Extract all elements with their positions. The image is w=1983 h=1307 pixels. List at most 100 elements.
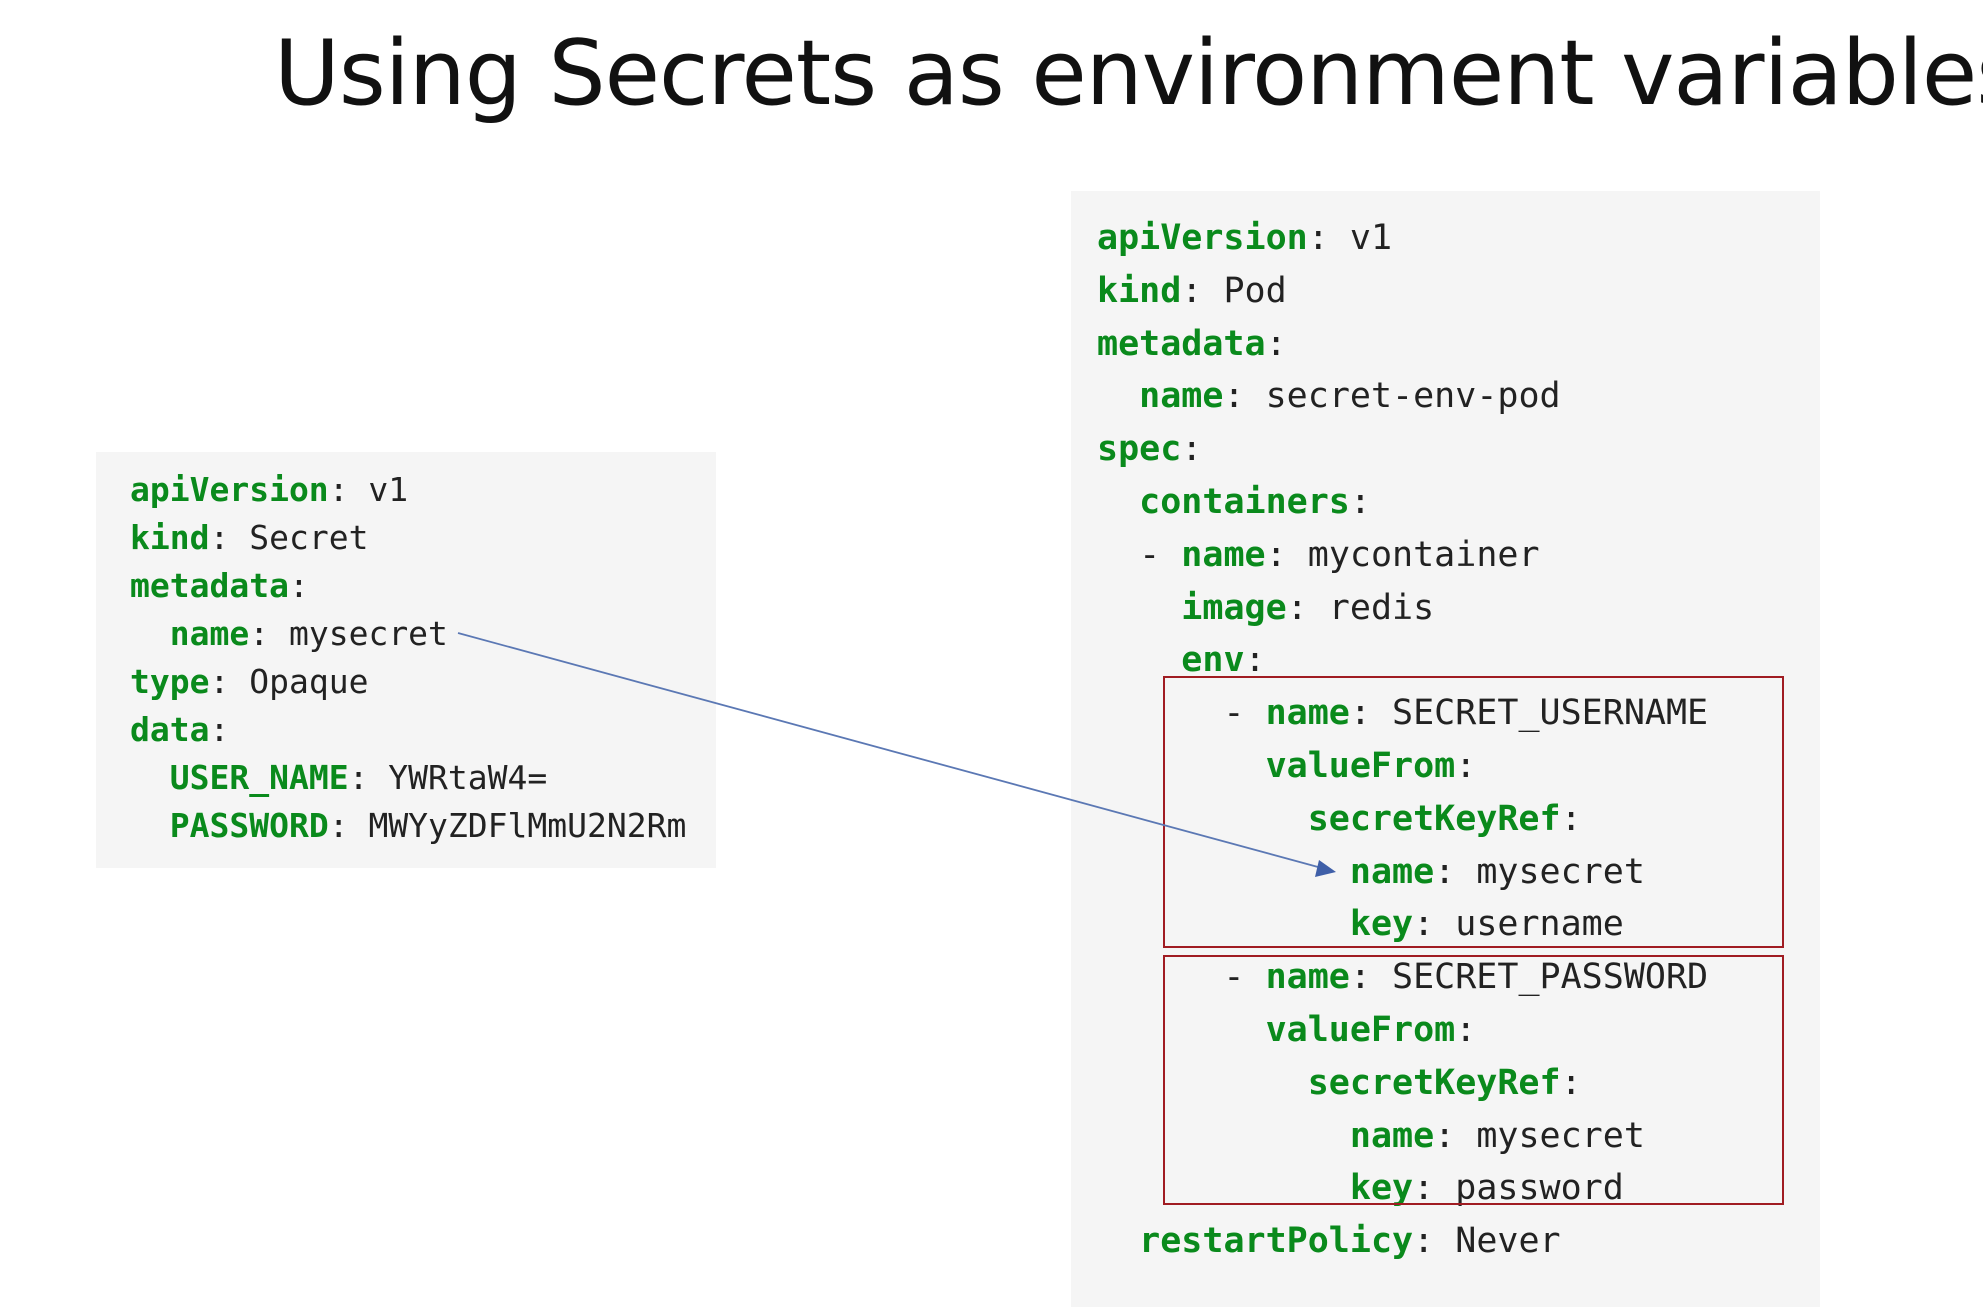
- yaml-value: mysecret: [269, 614, 448, 653]
- secret-yaml-line: PASSWORD: MWYyZDFlMmU2N2Rm: [130, 802, 687, 850]
- secret-yaml-line: name: mysecret: [130, 610, 448, 658]
- password-env-highlight-box: [1163, 955, 1784, 1205]
- yaml-value: secret-env-pod: [1244, 376, 1561, 417]
- pod-yaml-line: valueFrom:: [1097, 1004, 1477, 1057]
- yaml-sep: :: [328, 806, 349, 845]
- yaml-sep: :: [1413, 904, 1435, 945]
- yaml-value: MWYyZDFlMmU2N2Rm: [348, 806, 687, 845]
- yaml-key: name: [1349, 851, 1435, 892]
- yaml-key: name: [169, 614, 250, 653]
- yaml-key: secretKeyRef: [1307, 798, 1561, 839]
- pod-yaml-line: image: redis: [1097, 582, 1434, 635]
- secret-yaml-line: USER_NAME: YWRtaW4=: [130, 754, 548, 802]
- pod-yaml-line: - name: SECRET_PASSWORD: [1097, 951, 1708, 1004]
- yaml-value: mysecret: [1455, 851, 1645, 892]
- yaml-key: metadata: [130, 566, 289, 605]
- yaml-sep: :: [288, 566, 309, 605]
- yaml-key: metadata: [1097, 323, 1266, 364]
- pod-yaml-line: secretKeyRef:: [1097, 793, 1582, 846]
- yaml-value: Pod: [1202, 270, 1287, 311]
- yaml-key: data: [130, 710, 210, 749]
- yaml-sep: :: [1244, 640, 1266, 681]
- yaml-indent: [130, 758, 170, 797]
- yaml-sep: :: [1181, 429, 1203, 470]
- pod-yaml-line: - name: mycontainer: [1097, 529, 1539, 582]
- pod-yaml-line: kind: Pod: [1097, 265, 1287, 318]
- username-env-highlight-box: [1163, 676, 1784, 948]
- pod-yaml-line: secretKeyRef:: [1097, 1057, 1582, 1110]
- pod-yaml-line: apiVersion: v1: [1097, 212, 1392, 265]
- yaml-sep: :: [1286, 587, 1308, 628]
- yaml-key: name: [1349, 1115, 1435, 1156]
- yaml-sep: :: [1349, 957, 1371, 998]
- yaml-sep: :: [348, 758, 369, 797]
- yaml-value: SECRET_USERNAME: [1370, 693, 1709, 734]
- pod-yaml-line: key: username: [1097, 898, 1624, 951]
- yaml-value: username: [1434, 904, 1624, 945]
- yaml-value: YWRtaW4=: [368, 758, 548, 797]
- yaml-key: USER_NAME: [169, 758, 349, 797]
- yaml-indent: [1097, 376, 1139, 416]
- yaml-sep: :: [209, 710, 230, 749]
- secret-yaml-line: data:: [130, 706, 229, 754]
- secret-yaml-line: type: Opaque: [130, 658, 368, 706]
- pod-yaml-line: metadata:: [1097, 318, 1287, 371]
- yaml-sep: :: [1413, 1221, 1435, 1262]
- yaml-key: valueFrom: [1265, 1010, 1456, 1050]
- yaml-key: spec: [1097, 429, 1182, 470]
- yaml-key: type: [130, 662, 210, 701]
- yaml-key: env: [1181, 640, 1245, 681]
- yaml-sep: :: [1560, 1062, 1582, 1103]
- yaml-key: kind: [130, 518, 210, 557]
- pod-yaml-line: containers:: [1097, 476, 1371, 529]
- secret-yaml-line: kind: Secret: [130, 514, 368, 562]
- yaml-key: secretKeyRef: [1307, 1062, 1561, 1103]
- yaml-indent: [1097, 640, 1181, 680]
- yaml-value: v1: [1328, 218, 1393, 258]
- yaml-key: key: [1349, 1168, 1414, 1209]
- yaml-sep: :: [209, 662, 230, 701]
- yaml-indent: [1097, 588, 1181, 628]
- yaml-key: containers: [1139, 482, 1350, 522]
- yaml-sep: :: [1560, 798, 1582, 839]
- yaml-key: kind: [1097, 270, 1182, 311]
- pod-yaml-line: spec:: [1097, 423, 1202, 476]
- yaml-sep: :: [1265, 323, 1287, 364]
- yaml-sep: :: [1455, 746, 1477, 786]
- pod-yaml-line: restartPolicy: Never: [1097, 1215, 1561, 1268]
- yaml-sep: :: [249, 614, 270, 653]
- yaml-key: name: [1181, 534, 1266, 575]
- yaml-key: name: [1265, 957, 1350, 998]
- yaml-sep: :: [209, 518, 230, 557]
- yaml-sep: :: [1434, 1115, 1456, 1156]
- yaml-key: key: [1349, 904, 1414, 945]
- yaml-key: apiVersion: [130, 470, 329, 509]
- yaml-value: Secret: [229, 518, 369, 557]
- yaml-sep: :: [328, 470, 349, 509]
- yaml-value: SECRET_PASSWORD: [1370, 957, 1709, 998]
- yaml-key: PASSWORD: [169, 806, 329, 845]
- yaml-key: name: [1139, 376, 1224, 417]
- yaml-value: Opaque: [229, 662, 369, 701]
- yaml-sep: :: [1181, 270, 1203, 311]
- yaml-value: Never: [1434, 1221, 1561, 1262]
- yaml-indent: [1097, 1221, 1139, 1261]
- yaml-value: v1: [348, 470, 409, 509]
- yaml-sep: :: [1349, 693, 1371, 734]
- yaml-sep: :: [1413, 1168, 1435, 1209]
- yaml-indent: -: [1097, 534, 1182, 575]
- secret-yaml-line: apiVersion: v1: [130, 466, 408, 514]
- yaml-indent: -: [1097, 957, 1266, 998]
- yaml-indent: [130, 614, 170, 653]
- yaml-sep: :: [1265, 534, 1287, 575]
- yaml-indent: [1097, 482, 1139, 522]
- pod-yaml-line: name: mysecret: [1097, 1110, 1645, 1163]
- yaml-sep: :: [1349, 482, 1371, 522]
- pod-yaml-line: name: secret-env-pod: [1097, 370, 1561, 423]
- secret-yaml-line: metadata:: [130, 562, 309, 610]
- yaml-key: image: [1181, 587, 1287, 628]
- yaml-value: redis: [1307, 587, 1435, 628]
- yaml-sep: :: [1307, 218, 1329, 258]
- slide-title: Using Secrets as environment variables: [274, 21, 1983, 126]
